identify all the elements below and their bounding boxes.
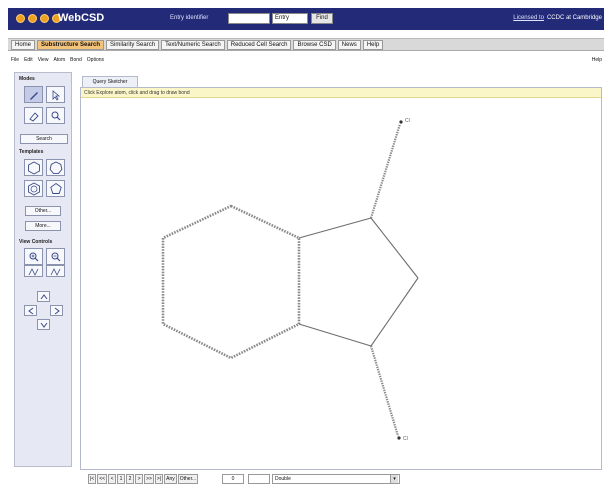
sketch-canvas[interactable]: Click Explore atom, click and drag to dr…	[80, 87, 602, 470]
menu-file[interactable]: File	[11, 57, 20, 63]
tab-help[interactable]: Help	[362, 39, 384, 50]
blank-field[interactable]	[248, 474, 270, 484]
atom-label-top: Cl	[405, 118, 410, 124]
dot-icon	[40, 14, 49, 23]
bond[interactable]	[370, 277, 419, 347]
pager: |< << < 1 2 > >> >| Any Other...	[88, 474, 199, 484]
entry-input[interactable]	[228, 13, 270, 24]
tab-reduced-cell-search[interactable]: Reduced Cell Search	[226, 39, 292, 50]
atom-top[interactable]	[399, 120, 403, 124]
pan-right-icon[interactable]	[50, 305, 63, 316]
tools-panel: Modes Search Templates Other... More... …	[14, 72, 72, 467]
pager-forward[interactable]: >>	[144, 474, 154, 484]
atom-label-bottom: Cl	[403, 436, 408, 442]
menu-bar: File Edit View Atom Bond Options	[8, 57, 604, 66]
fit-icon[interactable]	[24, 265, 43, 277]
bond-type-select[interactable]: Double ▾	[272, 474, 400, 484]
hexagon-icon[interactable]	[24, 159, 43, 176]
pager-any-button[interactable]: Any	[164, 474, 177, 484]
menu-edit[interactable]: Edit	[24, 57, 33, 63]
pan-up-icon[interactable]	[37, 291, 50, 302]
bond[interactable]	[369, 345, 400, 437]
value-field[interactable]: 0	[222, 474, 244, 484]
other-template-button[interactable]: Other...	[25, 206, 61, 216]
bond[interactable]	[298, 323, 372, 347]
menu-bond[interactable]: Bond	[70, 57, 82, 63]
templates-title: Templates	[19, 149, 44, 155]
window-dots	[16, 14, 61, 23]
chevron-down-icon[interactable]: ▾	[390, 475, 398, 483]
tab-substructure-search[interactable]: Substructure Search	[37, 39, 105, 50]
tab-text-numeric-search[interactable]: Text/Numeric Search	[161, 39, 225, 50]
pager-page-1[interactable]: 1	[117, 474, 126, 484]
zoom-in-icon[interactable]	[24, 248, 43, 265]
brand-logo: WebCSD	[58, 12, 105, 24]
pager-last[interactable]: >|	[154, 474, 164, 484]
entry-label: Entry identifier	[170, 15, 209, 21]
ring-icon[interactable]	[46, 180, 65, 197]
dot-icon	[16, 14, 25, 23]
pager-next[interactable]: >	[135, 474, 144, 484]
canvas-tabstrip: Query Sketcher	[80, 76, 604, 87]
org-name: CCDC at Cambridge	[546, 15, 602, 21]
view-controls-title: View Controls	[19, 239, 53, 245]
tab-browse-csd[interactable]: Browse CSD	[293, 39, 336, 50]
tab-home[interactable]: Home	[11, 39, 36, 50]
benzene-ring[interactable]	[161, 204, 301, 360]
entry-type-select[interactable]: Entry	[272, 13, 308, 24]
menu-options[interactable]: Options	[86, 57, 105, 63]
pan-left-icon[interactable]	[24, 305, 37, 316]
eraser-icon[interactable]	[24, 107, 43, 124]
magnify-icon[interactable]	[46, 107, 65, 124]
dot-icon	[28, 14, 37, 23]
pager-rewind[interactable]: <<	[97, 474, 108, 484]
reset-view-icon[interactable]	[46, 265, 65, 277]
pager-first[interactable]: |<	[88, 474, 97, 484]
bond[interactable]	[369, 123, 402, 219]
search-button[interactable]: Search	[20, 134, 68, 144]
zoom-out-icon[interactable]	[46, 248, 65, 265]
pencil-icon[interactable]	[24, 86, 43, 103]
more-template-button[interactable]: More...	[25, 221, 61, 231]
pager-prev[interactable]: <	[108, 474, 117, 484]
pager-other-button[interactable]: Other...	[177, 474, 199, 484]
hint-bar: Click Explore atom, click and drag to dr…	[81, 88, 601, 98]
cycloheptane-icon[interactable]	[46, 159, 65, 176]
modes-title: Modes	[19, 76, 35, 82]
tab-similarity-search[interactable]: Similarity Search	[106, 39, 160, 50]
licensed-link[interactable]: Licensed to	[513, 15, 544, 21]
select-arrow-icon[interactable]	[46, 86, 65, 103]
bond[interactable]	[298, 217, 372, 239]
bond-type-value: Double	[275, 476, 291, 482]
find-button[interactable]: Find	[311, 13, 333, 24]
molecule-drawing[interactable]: Cl Cl	[81, 88, 601, 469]
menu-view[interactable]: View	[37, 57, 49, 63]
pager-page-2[interactable]: 2	[126, 474, 135, 484]
main-nav: Home Substructure Search Similarity Sear…	[8, 38, 604, 51]
atom-bottom[interactable]	[397, 436, 401, 440]
benzene-icon[interactable]	[24, 180, 43, 197]
tab-query-sketcher[interactable]: Query Sketcher	[82, 76, 138, 87]
tab-news[interactable]: News	[337, 39, 361, 50]
dot-icon	[52, 14, 61, 23]
header-bar: WebCSD Entry identifier Entry Find Licen…	[8, 8, 604, 30]
menu-help[interactable]: Help	[591, 57, 602, 63]
bond[interactable]	[370, 217, 419, 279]
pan-down-icon[interactable]	[37, 319, 50, 330]
menu-atom[interactable]: Atom	[53, 57, 66, 63]
